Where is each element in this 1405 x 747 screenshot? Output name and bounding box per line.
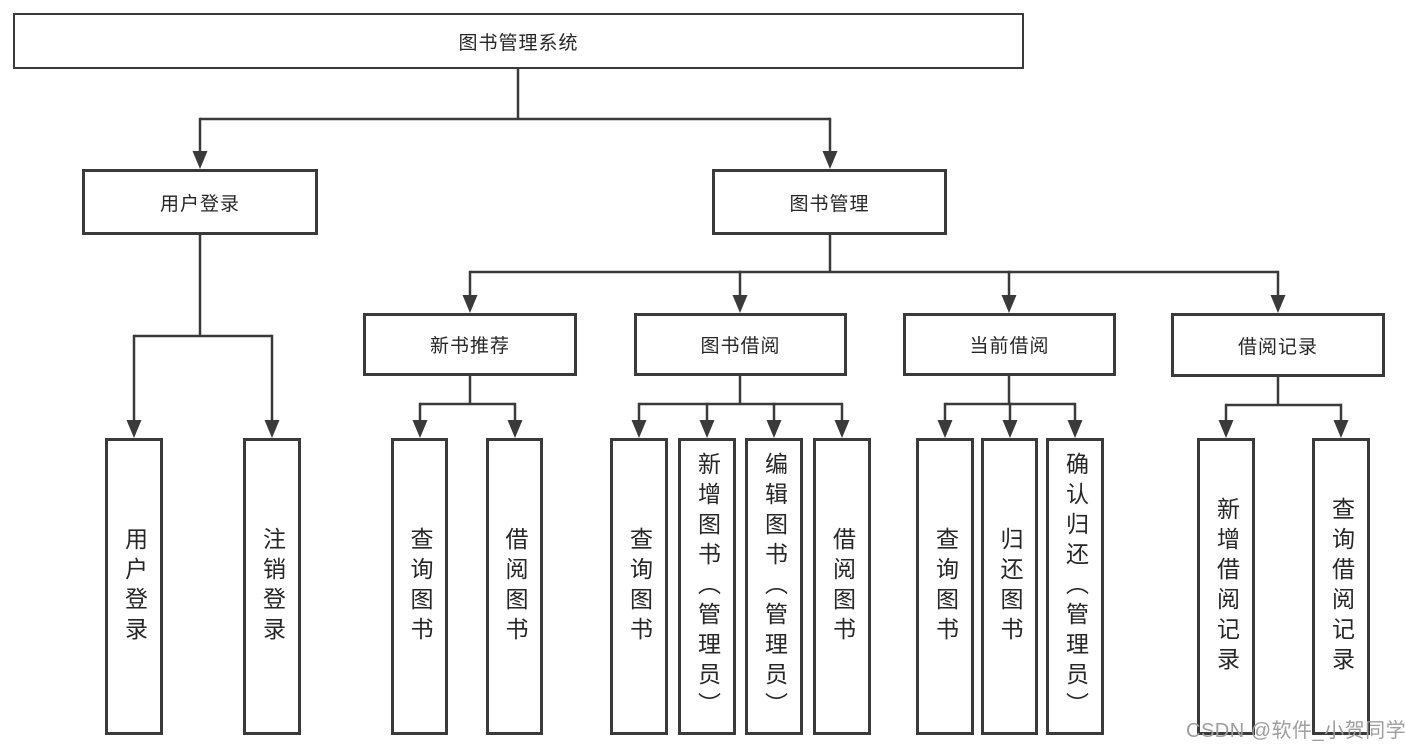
node-label: 新增图书（管理员） bbox=[694, 451, 721, 722]
diagram-node-leaf-borrow-books-1: 借阅图书 bbox=[486, 438, 543, 735]
diagram-node-leaf-user-login: 用户登录 bbox=[105, 438, 163, 735]
diagram-node-branch-borrowing-records: 借阅记录 bbox=[1171, 313, 1385, 377]
diagram-node-leaf-add-borrow-record: 新增借阅记录 bbox=[1197, 438, 1255, 735]
node-label: 借阅记录 bbox=[1237, 336, 1318, 358]
diagram-node-leaf-edit-books: 编辑图书（管理员） bbox=[745, 438, 803, 735]
node-label: 归还图书 bbox=[997, 526, 1023, 647]
diagram-node-leaf-confirm-return: 确认归还（管理员） bbox=[1046, 438, 1104, 735]
diagram-node-leaf-query-books-1: 查询图书 bbox=[391, 438, 448, 735]
diagram-node-leaf-logout: 注销登录 bbox=[243, 438, 301, 735]
diagram-node-branch-user-login: 用户登录 bbox=[82, 169, 318, 235]
node-label: 确认归还（管理员） bbox=[1062, 451, 1089, 722]
node-label: 注销登录 bbox=[259, 526, 286, 647]
node-label: 用户登录 bbox=[121, 526, 148, 647]
diagram-node-root: 图书管理系统 bbox=[13, 13, 1024, 69]
node-label: 查询图书 bbox=[626, 526, 653, 647]
diagram-node-branch-new-book-recommend: 新书推荐 bbox=[363, 313, 577, 376]
node-label: 查询图书 bbox=[407, 526, 433, 647]
watermark: CSDN @软件_小贺同学 bbox=[1186, 720, 1405, 742]
node-label: 当前借阅 bbox=[969, 336, 1050, 357]
node-label: 图书管理 bbox=[789, 193, 870, 215]
node-label: 借阅图书 bbox=[502, 526, 528, 647]
node-label: 图书管理系统 bbox=[458, 32, 579, 54]
diagram-node-branch-current-borrowing: 当前借阅 bbox=[903, 313, 1116, 376]
diagram-node-branch-book-borrowing: 图书借阅 bbox=[634, 313, 847, 376]
diagram-node-leaf-query-books-3: 查询图书 bbox=[916, 438, 974, 735]
node-label: 编辑图书（管理员） bbox=[761, 451, 788, 722]
diagram-node-leaf-query-books-2: 查询图书 bbox=[610, 438, 668, 735]
node-label: 查询图书 bbox=[932, 526, 959, 647]
node-label: 借阅图书 bbox=[829, 526, 856, 647]
diagram-node-leaf-query-borrow-record: 查询借阅记录 bbox=[1312, 438, 1370, 735]
diagram-node-leaf-add-books: 新增图书（管理员） bbox=[678, 438, 736, 735]
diagram-node-branch-book-management: 图书管理 bbox=[712, 169, 947, 235]
node-label: 查询借阅记录 bbox=[1328, 496, 1355, 677]
diagram-node-leaf-return-books: 归还图书 bbox=[981, 438, 1038, 735]
diagram-node-leaf-borrow-books-2: 借阅图书 bbox=[813, 438, 871, 735]
node-label: 用户登录 bbox=[159, 193, 240, 215]
node-label: 图书借阅 bbox=[700, 336, 781, 357]
node-label: 新书推荐 bbox=[429, 336, 510, 357]
node-label: 新增借阅记录 bbox=[1213, 496, 1240, 677]
